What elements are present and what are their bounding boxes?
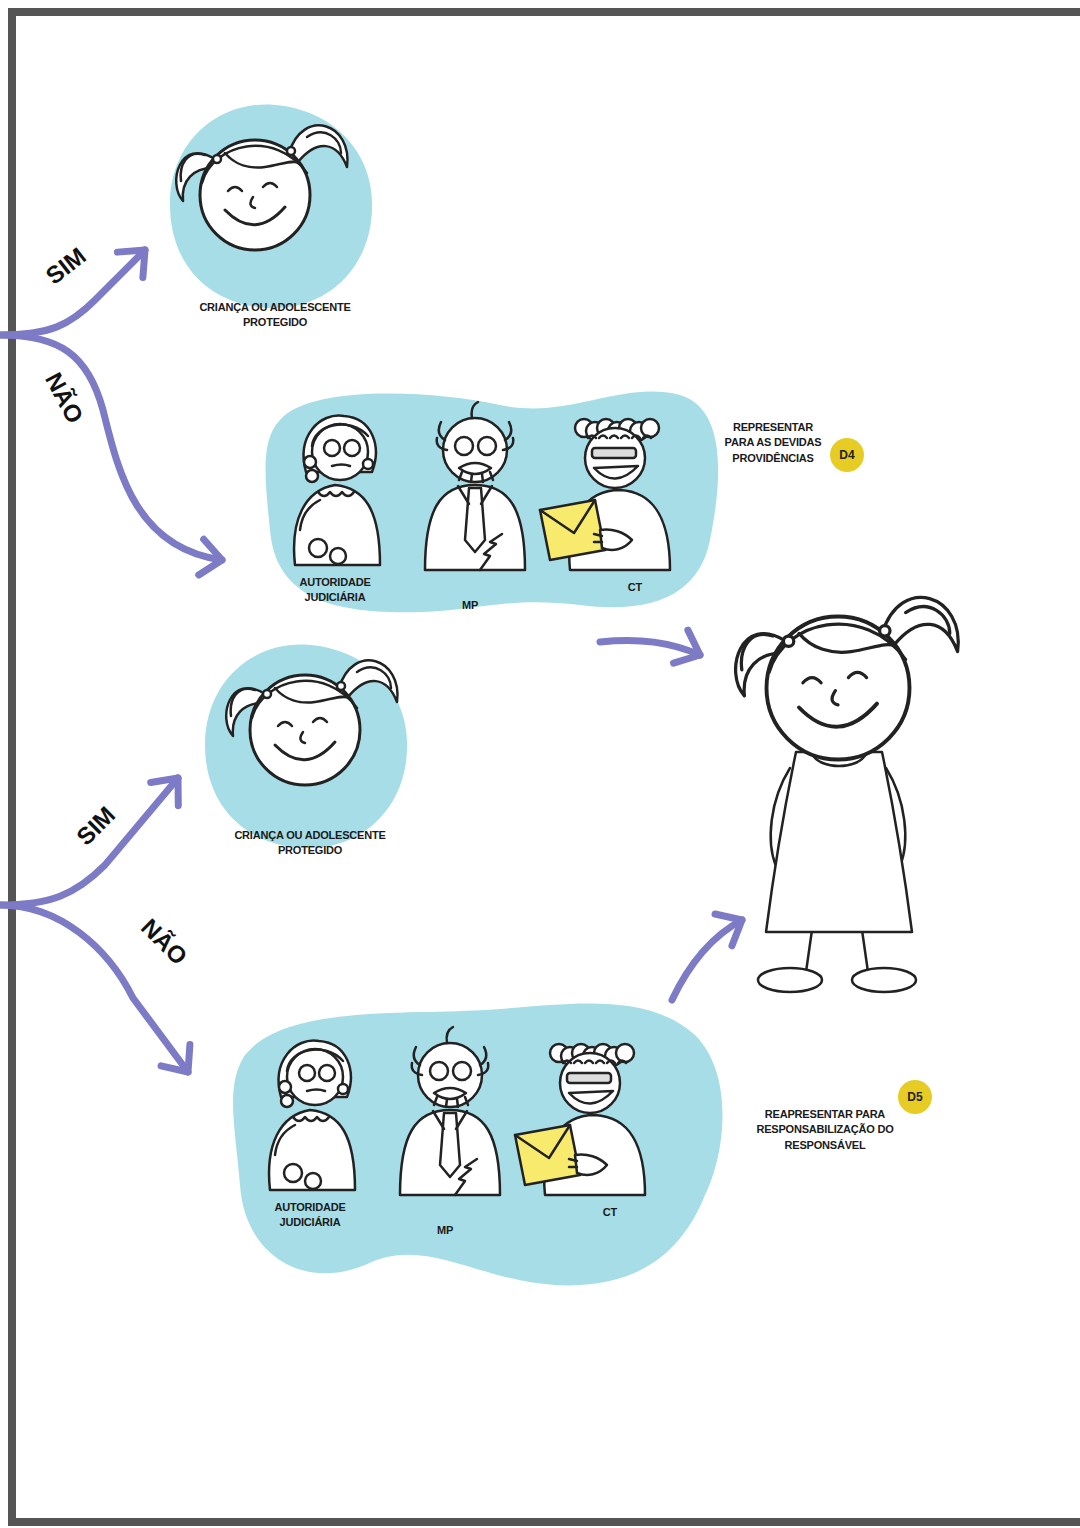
branch-arrow: [0, 335, 222, 560]
action-note: REPRESENTAR PARA AS DEVIDAS PROVIDÊNCIAS: [718, 420, 828, 466]
bubble-fill: [233, 1004, 722, 1286]
child-figure: [736, 597, 959, 992]
callout-number: D5: [898, 1080, 932, 1114]
bubble-fill: [266, 392, 719, 613]
node-label: MP: [445, 598, 495, 613]
branch-label: SIM: [40, 242, 92, 290]
node-label: CT: [585, 1205, 635, 1220]
people-figures: [294, 402, 670, 570]
bubble-fill: [170, 105, 372, 308]
node-label: CRIANÇA OU ADOLESCENTE PROTEGIDO: [170, 300, 380, 331]
node-label: CT: [610, 580, 660, 595]
page-frame: [12, 12, 1080, 1522]
actors-bubble: AUTORIDADE JUDICIÁRIA MP CT REAPRESENTAR PA…: [225, 995, 945, 1295]
branch-label: NÃO: [135, 913, 193, 971]
child-bubble: CRIANÇA OU ADOLESCENTE PROTEGIDO: [160, 100, 390, 350]
result-arrow: [672, 920, 742, 1000]
branch-label: NÃO: [40, 367, 88, 429]
node-label: MP: [420, 1223, 470, 1238]
child-face: [226, 660, 397, 785]
callout-number: D4: [830, 438, 864, 472]
action-note: REAPRESENTAR PARA RESPONSABILIZAÇÃO DO R…: [740, 1107, 910, 1153]
node-label: CRIANÇA OU ADOLESCENTE PROTEGIDO: [205, 828, 415, 859]
bubble-shape: [195, 640, 425, 880]
node-label: AUTORIDADE JUDICIÁRIA: [245, 1200, 375, 1231]
node-label: AUTORIDADE JUDICIÁRIA: [270, 575, 400, 606]
branch-arrow: [0, 778, 178, 905]
people-figures: [269, 1027, 645, 1195]
child-face: [736, 597, 959, 759]
result-arrow: [600, 641, 700, 655]
bubble-fill: [205, 645, 407, 848]
branch-label: SIM: [71, 801, 121, 851]
child-bubble: CRIANÇA OU ADOLESCENTE PROTEGIDO: [195, 640, 425, 880]
actors-bubble: AUTORIDADE JUDICIÁRIA MP CT REPRESENTAR PAR…: [240, 380, 860, 620]
child-face: [176, 125, 347, 250]
